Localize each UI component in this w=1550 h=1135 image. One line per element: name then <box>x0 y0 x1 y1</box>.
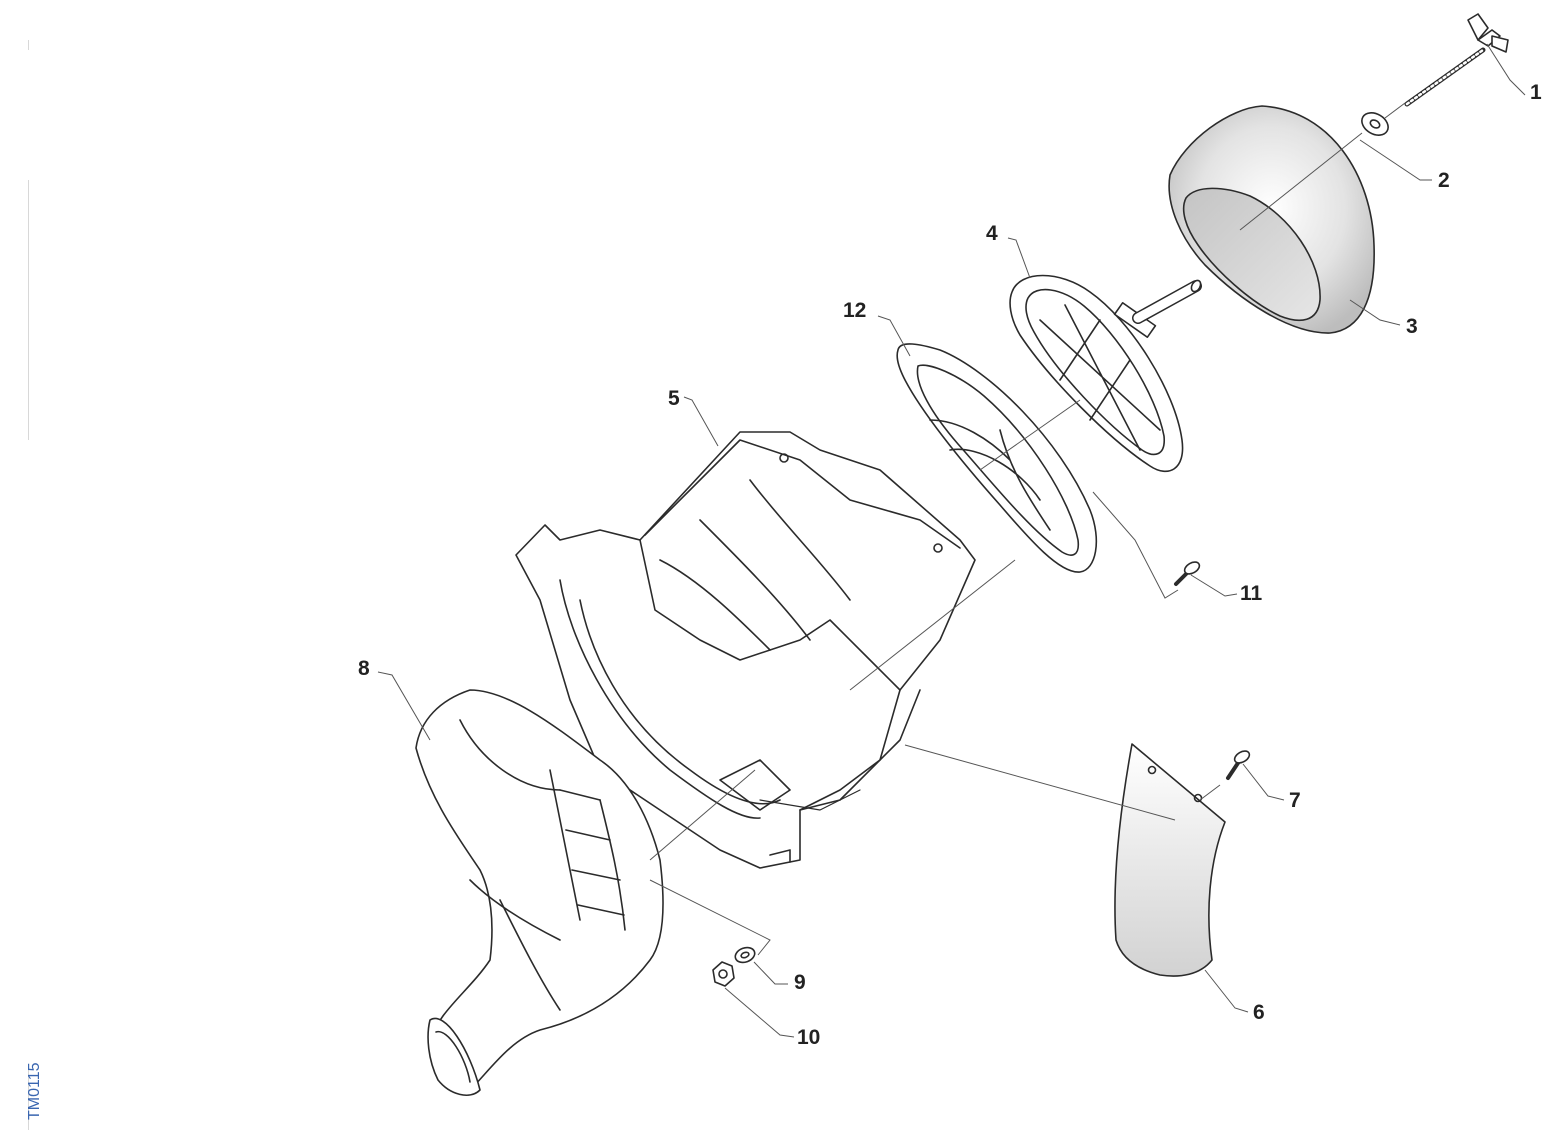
callout-8: 8 <box>358 657 370 680</box>
left-edge-line-3 <box>28 1070 29 1130</box>
callout-12: 12 <box>843 299 867 322</box>
callout-11: 11 <box>1240 582 1263 605</box>
washer-part <box>1361 112 1389 136</box>
mud-flap-part <box>1114 743 1226 977</box>
airbox-housing-part <box>515 431 976 869</box>
callout-9: 9 <box>794 971 806 994</box>
leader-lines <box>377 43 1526 1038</box>
callout-3: 3 <box>1406 315 1418 338</box>
reference-code: TM0115 <box>26 1062 43 1120</box>
wing-bolt-part <box>1404 13 1509 107</box>
callout-5: 5 <box>668 387 680 410</box>
washer-part-9 <box>734 946 756 964</box>
callout-4: 4 <box>986 222 998 245</box>
left-edge-line <box>28 40 29 50</box>
screw-part-7 <box>1226 750 1251 780</box>
callout-6: 6 <box>1253 1001 1265 1024</box>
filter-cage-part <box>1009 274 1202 473</box>
intake-duct-part <box>415 689 664 1096</box>
callout-7: 7 <box>1289 789 1301 812</box>
callout-1: 1 <box>1530 81 1542 104</box>
nut-part-10 <box>712 961 735 987</box>
screw-part-11 <box>1174 561 1201 586</box>
left-edge-line-2 <box>28 180 29 440</box>
callout-2: 2 <box>1438 169 1450 192</box>
callout-10: 10 <box>797 1026 821 1049</box>
foam-filter-part <box>1168 105 1375 334</box>
